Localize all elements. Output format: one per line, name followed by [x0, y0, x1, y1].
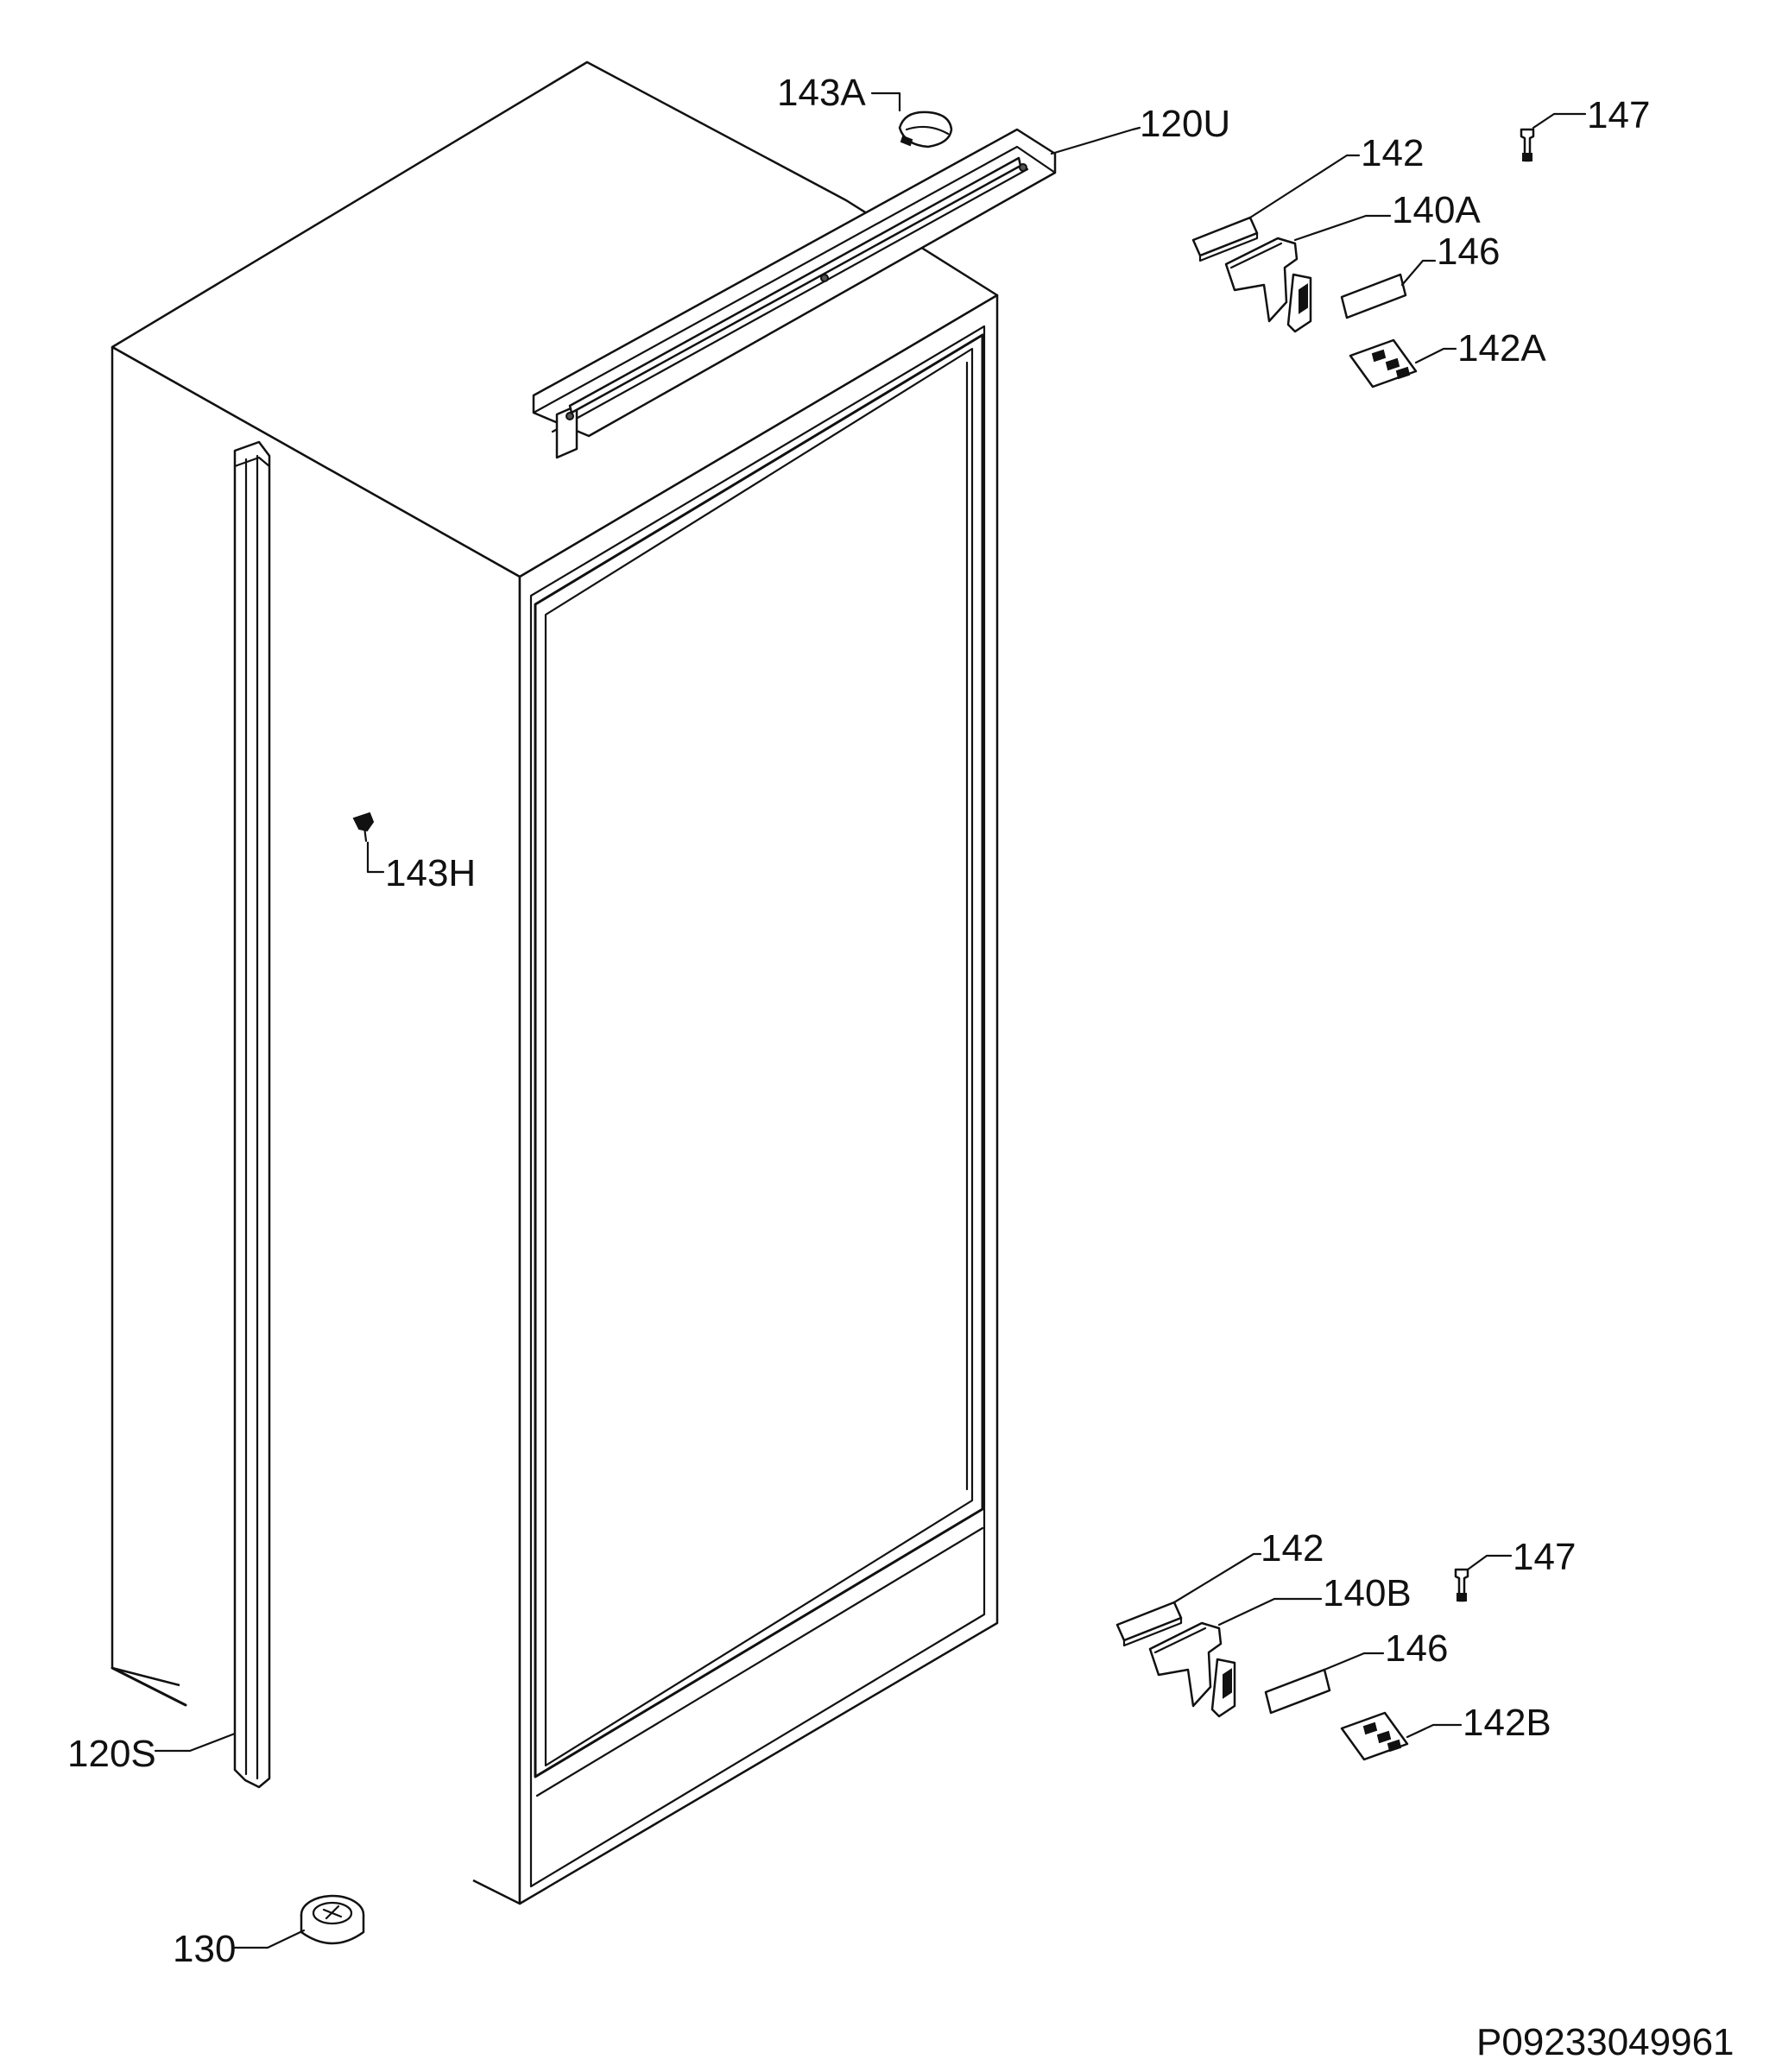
rail-hole [566, 412, 574, 420]
callout-142-bottom: 142 [1261, 1527, 1324, 1570]
callout-147-bottom: 147 [1513, 1536, 1576, 1578]
plate-142A [1349, 338, 1418, 388]
rail-hole [820, 274, 829, 282]
top-rail [532, 128, 1057, 459]
callout-146-bottom: 146 [1385, 1627, 1448, 1670]
callout-142A: 142A [1457, 327, 1546, 370]
callout-120U: 120U [1140, 103, 1230, 145]
callout-143A: 143A [777, 72, 866, 114]
callout-142-top: 142 [1361, 132, 1424, 174]
cabinet-body [111, 60, 999, 1905]
callout-143H: 143H [385, 852, 476, 894]
callout-140A: 140A [1392, 189, 1481, 231]
callout-labels: 143A 120U 147 142 140A 146 142A 143H 142… [67, 72, 1650, 1970]
foot-130 [300, 1894, 365, 1945]
door-panel [518, 294, 999, 1905]
screw-143H [352, 812, 375, 843]
side-seal-strip [233, 440, 271, 1789]
callout-147-top: 147 [1587, 94, 1650, 136]
callout-120S: 120S [67, 1733, 156, 1775]
door-window-frame [534, 333, 984, 1778]
hinge-140B [1148, 1621, 1223, 1708]
callout-140B: 140B [1323, 1572, 1412, 1614]
callout-146-top: 146 [1437, 231, 1500, 273]
callout-130: 130 [173, 1928, 236, 1970]
callout-142B: 142B [1463, 1702, 1551, 1744]
leader-lines [154, 92, 1587, 1949]
upper-hinge-group [1191, 128, 1535, 388]
pad-146-bottom [1264, 1668, 1331, 1715]
pad-146-top [1340, 273, 1407, 319]
cap-143A [898, 111, 953, 148]
plate-142B [1340, 1711, 1409, 1761]
cabinet-side-face [111, 345, 521, 1905]
lower-hinge-group [1115, 1568, 1469, 1761]
drawing-code: P09233049961 [1476, 2021, 1735, 2063]
hinge-140A [1224, 237, 1299, 323]
rail-hole [1019, 163, 1027, 172]
